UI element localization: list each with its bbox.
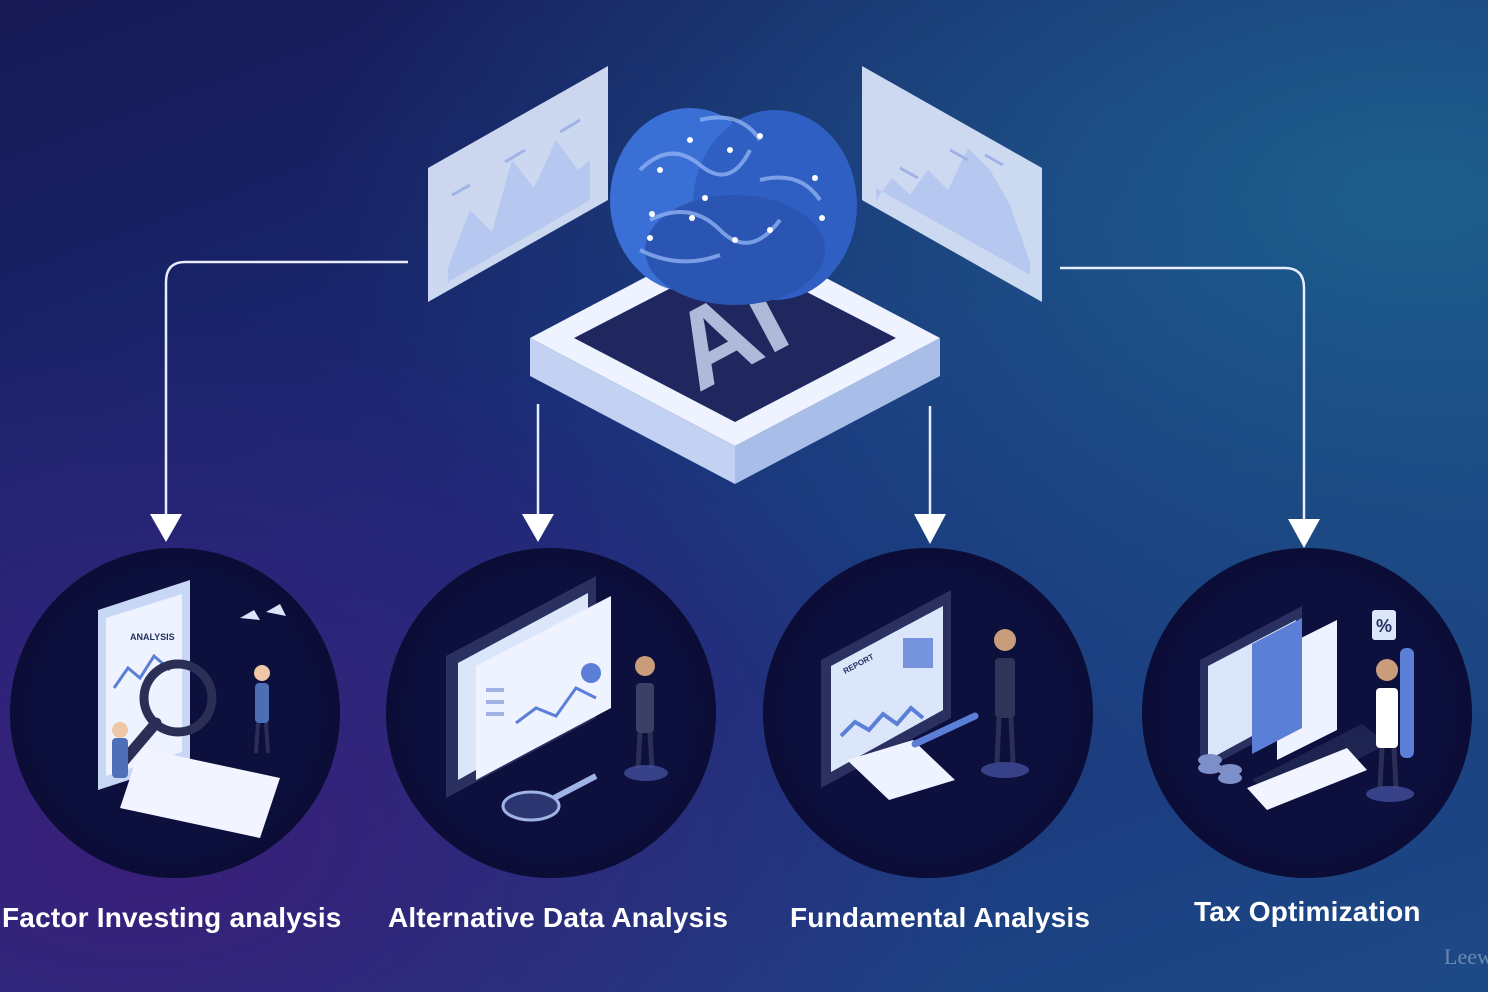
arrow-heads xyxy=(150,514,1320,548)
ai-chip-platform xyxy=(530,230,940,484)
analysis-illustration: ANALYSIS xyxy=(98,580,286,838)
connector-arrows xyxy=(164,260,1306,520)
fundamental-analysis-label: Fundamental Analysis xyxy=(790,902,1091,933)
factor-investing-label: Factor Investing analysis xyxy=(2,902,342,933)
right-chart-panel xyxy=(862,66,1042,302)
arrowhead-2 xyxy=(522,514,554,542)
report-illustration: REPORT xyxy=(821,590,1029,800)
watermark: Leew xyxy=(1444,944,1488,969)
tax-illustration: % xyxy=(1198,606,1414,810)
arrow-right-outer xyxy=(1060,266,1306,520)
tax-optimization-label: Tax Optimization xyxy=(1194,896,1421,927)
tax-optimization-circle: % xyxy=(1142,548,1472,878)
factor-investing-circle: ANALYSIS xyxy=(10,548,340,878)
dashboard-illustration xyxy=(446,576,668,822)
percent-badge: % xyxy=(1376,616,1392,636)
arrow-left-outer xyxy=(164,260,408,515)
brain-icon xyxy=(610,108,857,305)
arrowhead-3 xyxy=(914,514,946,544)
arrowhead-1 xyxy=(150,514,182,542)
fundamental-analysis-circle: REPORT xyxy=(763,548,1093,878)
arrowhead-4 xyxy=(1288,519,1320,548)
left-chart-panel xyxy=(428,66,608,302)
analysis-doc-title: ANALYSIS xyxy=(130,632,175,642)
alternative-data-label: Alternative Data Analysis xyxy=(388,902,729,933)
alternative-data-circle xyxy=(386,548,716,878)
